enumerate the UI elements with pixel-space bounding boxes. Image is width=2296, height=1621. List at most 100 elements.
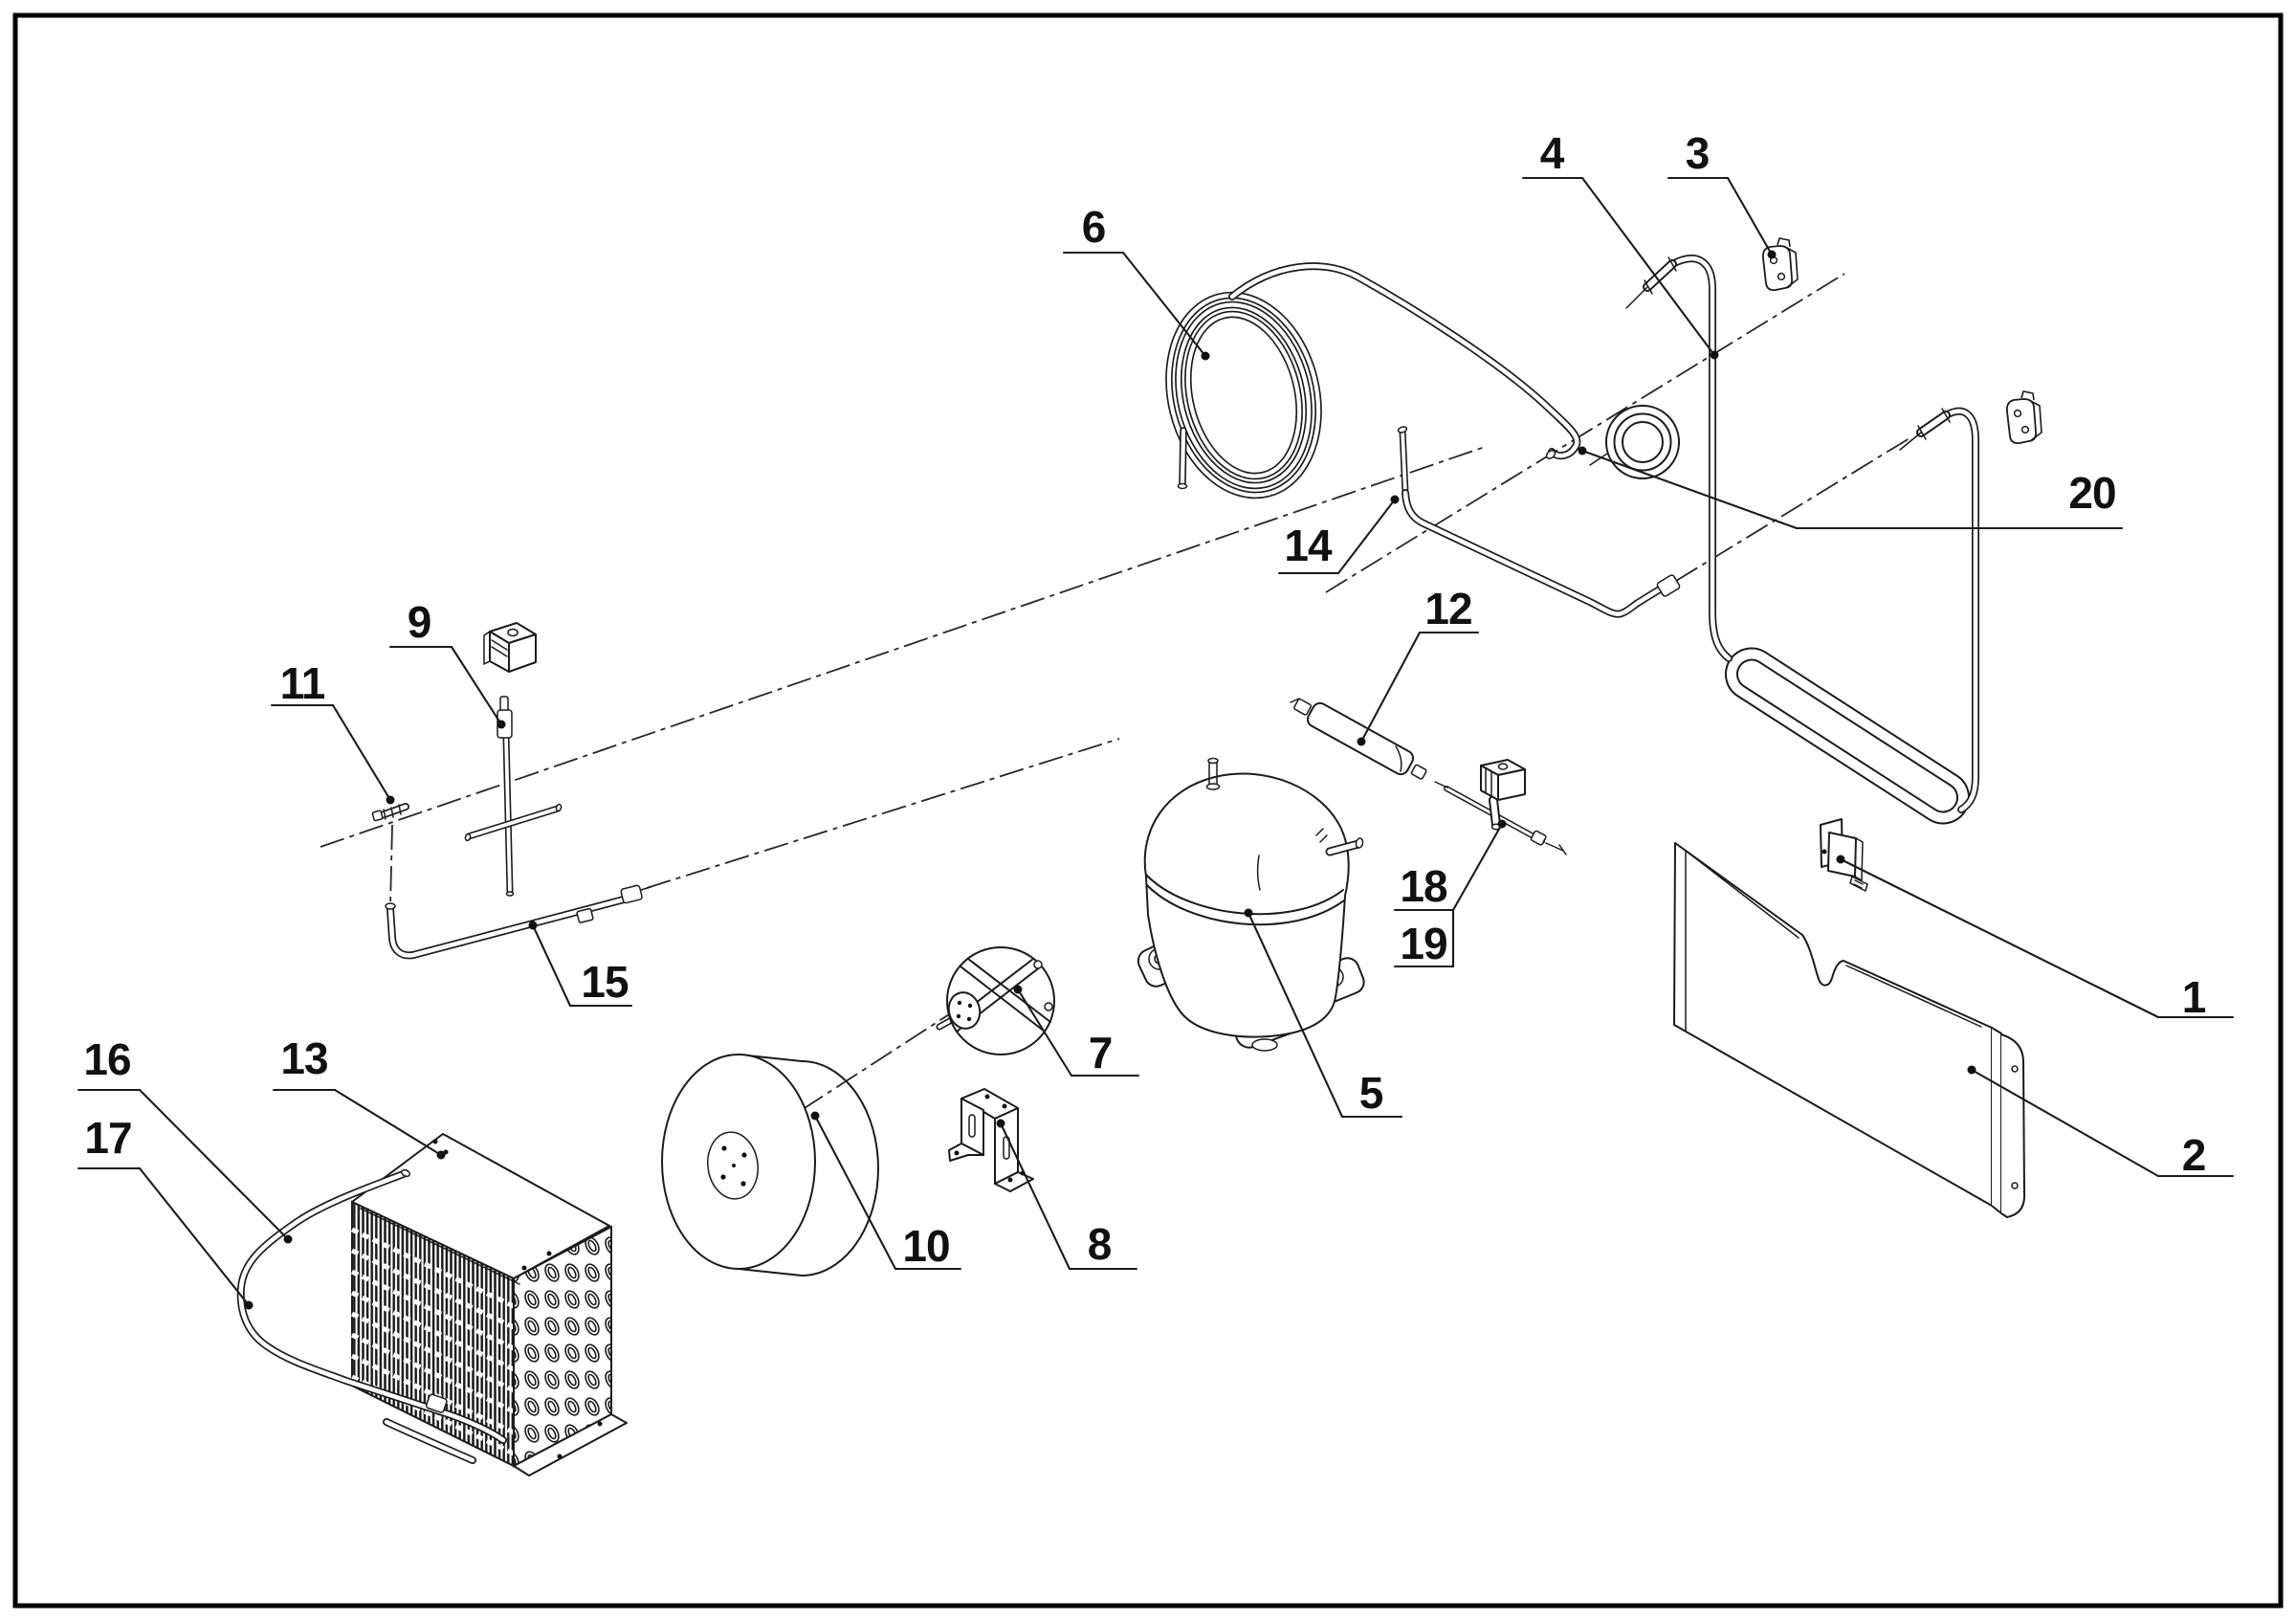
leader-line (531, 923, 572, 1008)
hairpin-loop-inner (1735, 658, 1959, 813)
callout-3: 3 (1667, 128, 1777, 259)
panel-flange-outer (2000, 1033, 2026, 1218)
capillary-spiral (1589, 405, 1680, 479)
leader-line (450, 645, 503, 726)
leader-line (1121, 251, 1207, 358)
leader-line (1451, 822, 1504, 968)
leader-line (1247, 911, 1344, 1119)
part-number-label: 20 (2068, 468, 2115, 518)
compressor (1137, 757, 1365, 1052)
axis-line (1325, 273, 1845, 593)
condenser-top-panel (351, 1133, 610, 1279)
leader-line (1580, 449, 1799, 530)
callout-20: 20 (1578, 446, 2124, 530)
motor-face (947, 991, 982, 1030)
leader-dot (244, 1300, 254, 1310)
tube-clamp (2005, 390, 2042, 445)
part-number-label: 1 (2182, 972, 2206, 1022)
axis-line (389, 824, 393, 908)
tube-joint (576, 907, 594, 923)
callout-1: 1 (1836, 855, 2235, 1022)
leader-dot (1710, 350, 1719, 360)
part-number-label: 15 (581, 957, 629, 1007)
callout-18: 18 (1393, 861, 1455, 912)
solenoid-valve (1434, 759, 1567, 855)
leader-line (1359, 631, 1422, 744)
callout-15: 15 (528, 921, 633, 1008)
valve-box-side (1497, 768, 1526, 801)
leader-dot (1357, 737, 1366, 746)
part-number-label: 7 (1089, 1028, 1113, 1077)
condenser-tube (241, 1168, 503, 1460)
panel-clip (1820, 818, 1868, 892)
leader-dot (1201, 351, 1210, 361)
back-panel (1673, 842, 2026, 1218)
callout-12: 12 (1357, 584, 1480, 746)
assembly-axis-lines (320, 273, 1910, 1178)
leader-dot (436, 1150, 446, 1160)
leader-dot (810, 1111, 820, 1121)
suction-stub (1207, 757, 1219, 765)
callout-14: 14 (1277, 495, 1400, 575)
leader-line (138, 1166, 251, 1307)
bent-tube (385, 884, 651, 956)
callout-2: 2 (1967, 1065, 2235, 1180)
leader-dot (1244, 908, 1253, 918)
callout-7: 7 (1013, 985, 1140, 1077)
tube-fitting-11 (371, 805, 406, 822)
tube-open-end (400, 1168, 411, 1178)
callout-10: 10 (810, 1111, 962, 1271)
part-number-label: 13 (280, 1033, 327, 1083)
part-number-label: 2 (2182, 1130, 2206, 1180)
part-number-label: 19 (1400, 919, 1446, 968)
part-number-label: 9 (408, 597, 431, 647)
callout-16: 16 (77, 1034, 293, 1244)
part-number-label: 3 (1686, 128, 1710, 178)
leader-line (999, 1121, 1071, 1271)
sensor-tip (499, 696, 509, 712)
tube-end-fitting (620, 884, 643, 904)
leader-dot (1390, 495, 1400, 504)
part-number-label: 12 (1424, 584, 1471, 633)
callout-8: 8 (996, 1119, 1138, 1271)
leader-line (1336, 498, 1397, 575)
leader-dot (1497, 819, 1507, 829)
part-number-label: 6 (1082, 202, 1106, 252)
leader-line (1970, 1068, 2160, 1178)
compressor-body (1143, 772, 1350, 1038)
motor-bracket (948, 1088, 1034, 1192)
hairpin-loop-outer (1724, 647, 1971, 825)
thermostat (464, 622, 563, 897)
part-number-label: 17 (84, 1113, 131, 1163)
tube-open-end (1397, 426, 1408, 433)
tube-clamp (1761, 237, 1799, 292)
leader-dot (1836, 855, 1845, 864)
leader-dot (996, 1119, 1005, 1128)
leader-line (1839, 857, 2160, 1019)
tube-open-end (385, 902, 396, 910)
leader-line (333, 1088, 443, 1157)
leader-dot (1767, 250, 1777, 259)
part-number-label: 5 (1359, 1068, 1383, 1118)
leader-dot (1578, 446, 1587, 455)
callout-9: 9 (388, 597, 506, 729)
callout-13: 13 (272, 1033, 446, 1160)
callout-4: 4 (1521, 128, 1719, 360)
leader-dot (497, 720, 506, 729)
part-number-label: 11 (280, 658, 325, 708)
leader-line (1016, 988, 1073, 1077)
leader-dot (528, 921, 538, 930)
callout-6: 6 (1062, 202, 1210, 361)
callout-17: 17 (77, 1113, 254, 1310)
leader-dot (1013, 985, 1023, 994)
leader-dot (386, 795, 395, 805)
part-number-label: 14 (1284, 521, 1333, 570)
leader-line (1726, 176, 1774, 256)
condenser-base-plate (513, 1413, 628, 1477)
coiled-tube (1149, 266, 1578, 511)
fan-wheel (661, 1054, 879, 1277)
condenser-unit (350, 1133, 628, 1477)
